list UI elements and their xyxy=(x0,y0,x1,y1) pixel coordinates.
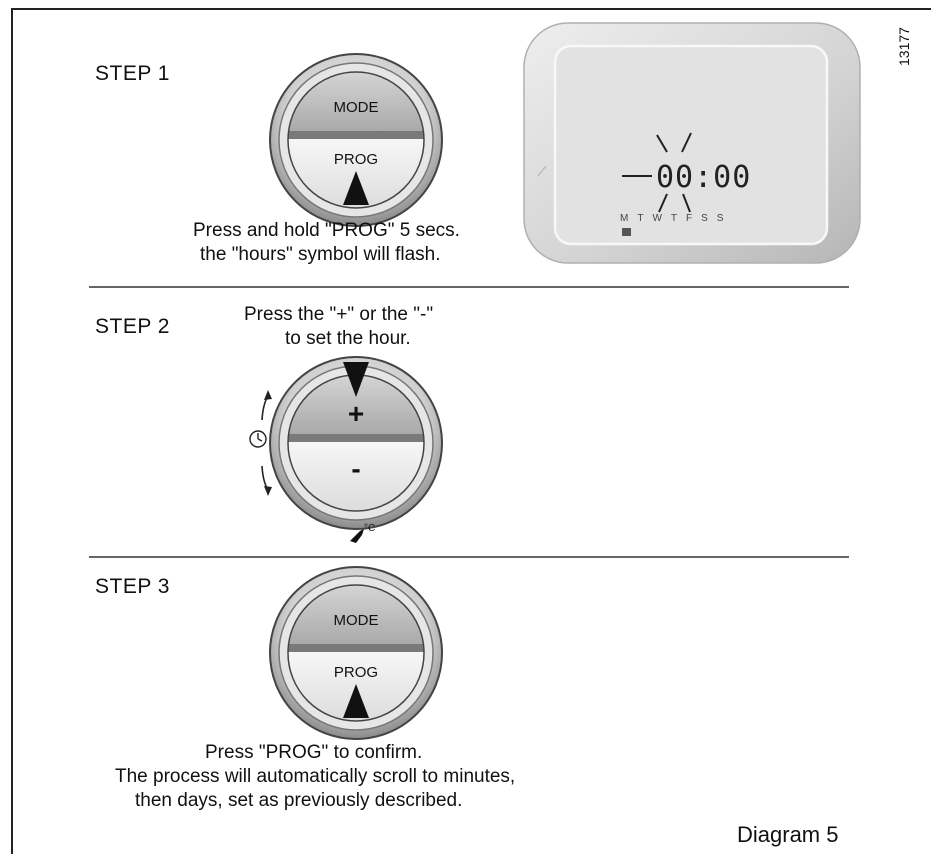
step3-button-prog-label: PROG xyxy=(333,664,379,681)
day-sat: S xyxy=(701,213,708,224)
day-wed: W xyxy=(652,213,662,224)
day-tue: T xyxy=(637,213,644,224)
step3-title: STEP 3 xyxy=(95,575,170,598)
diagram-label: Diagram 5 xyxy=(737,822,839,847)
step3-caption-line1: Press "PROG" to confirm. xyxy=(205,742,423,763)
step2-caption-line2: to set the hour. xyxy=(285,328,411,349)
display-days: M T W T F S S xyxy=(620,213,723,224)
diagram-frame xyxy=(11,8,931,854)
step3-caption-line2: The process will automatically scroll to… xyxy=(115,766,516,787)
step2-title: STEP 2 xyxy=(95,315,170,338)
tap-icon xyxy=(348,527,370,550)
step1-mode-prog-button[interactable] xyxy=(269,53,443,227)
step1-caption-line2: the "hours" symbol will flash. xyxy=(200,244,441,265)
step1-button-prog-label: PROG xyxy=(333,151,379,168)
step2-caption-line1: Press the "+" or the "-" xyxy=(244,304,434,325)
divider-2 xyxy=(89,556,849,558)
step2-plus-label: + xyxy=(347,398,365,429)
step2-plus-minus-button[interactable] xyxy=(269,356,443,530)
step1-caption-line1: Press and hold "PROG" 5 secs. xyxy=(193,220,460,241)
divider-1 xyxy=(89,286,849,288)
step3-button-mode-label: MODE xyxy=(333,612,379,629)
step2-minus-label: - xyxy=(351,453,361,484)
display-time: 00:00 xyxy=(656,160,752,195)
step1-button-mode-label: MODE xyxy=(333,99,379,116)
rotation-arrows-icon xyxy=(261,390,272,496)
thermostat-display xyxy=(523,22,861,264)
step3-caption-line3: then days, set as previously described. xyxy=(135,790,463,811)
day-fri: F xyxy=(686,213,693,224)
step3-mode-prog-button[interactable] xyxy=(269,566,443,740)
day-thu: T xyxy=(670,213,678,224)
temp-unit-label: °C xyxy=(364,523,376,534)
day-mon: M xyxy=(620,213,629,224)
clock-icon xyxy=(249,430,267,448)
day-sun: S xyxy=(716,213,724,224)
step1-title: STEP 1 xyxy=(95,62,170,85)
